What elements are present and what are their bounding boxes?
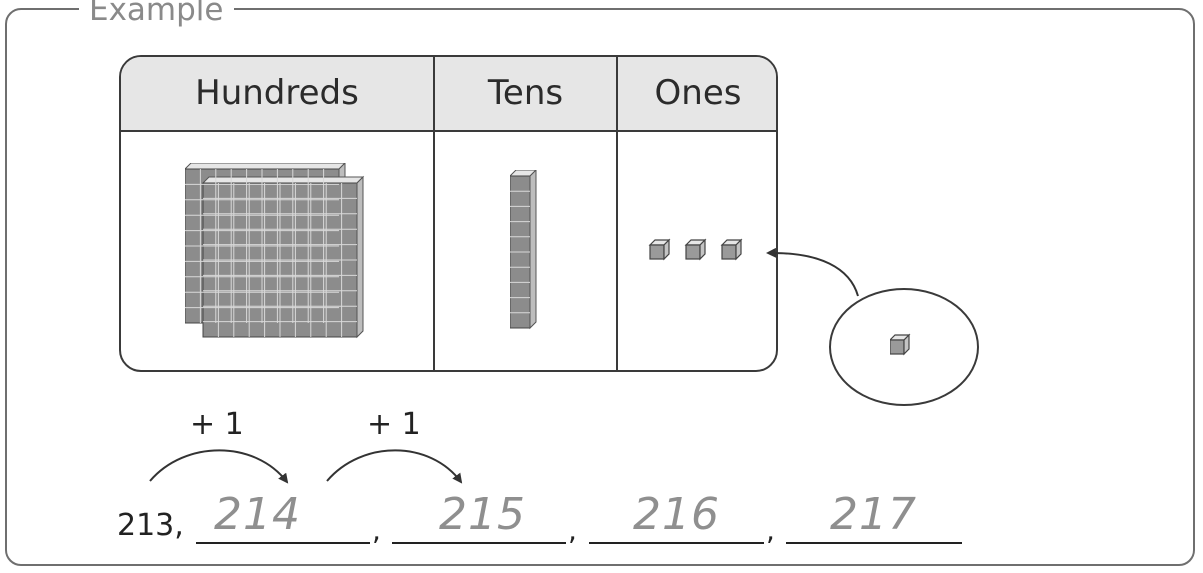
answer-blank xyxy=(589,504,764,544)
column-divider xyxy=(433,57,435,370)
answer-value: 215 xyxy=(439,489,526,540)
chart-header-row xyxy=(121,57,776,132)
curved-arrow-icon xyxy=(766,247,859,297)
answer-blank xyxy=(786,504,962,544)
step-label: + 1 xyxy=(190,407,244,442)
header-tens: Tens xyxy=(487,73,564,113)
example-frame: Example xyxy=(5,0,1195,566)
header-ones: Ones xyxy=(654,73,742,113)
answer-value: 216 xyxy=(633,489,720,540)
unit-cube-icon xyxy=(648,238,671,261)
column-divider xyxy=(616,57,618,370)
curved-arrow-icon xyxy=(326,449,463,484)
header-hundreds: Hundreds xyxy=(195,73,359,113)
added-cube-circle xyxy=(829,288,979,406)
answer-value: 214 xyxy=(214,489,301,540)
separator: , xyxy=(766,514,775,547)
answer-value: 217 xyxy=(830,489,917,540)
hundred-flat-icon xyxy=(185,163,365,339)
example-title: Example xyxy=(79,0,234,28)
unit-cube-icon xyxy=(890,333,911,356)
ten-rod-icon xyxy=(510,170,537,330)
separator: , xyxy=(568,514,577,547)
sequence-start: 213, xyxy=(117,508,184,543)
separator: , xyxy=(372,514,381,547)
curved-arrow-icon xyxy=(149,449,289,484)
place-value-chart: Hundreds Tens Ones xyxy=(119,55,778,372)
unit-cube-icon xyxy=(720,238,743,261)
answer-blank xyxy=(196,504,370,544)
ones-cubes xyxy=(648,238,743,261)
answer-blank xyxy=(392,504,566,544)
step-label: + 1 xyxy=(367,407,421,442)
unit-cube-icon xyxy=(684,238,707,261)
